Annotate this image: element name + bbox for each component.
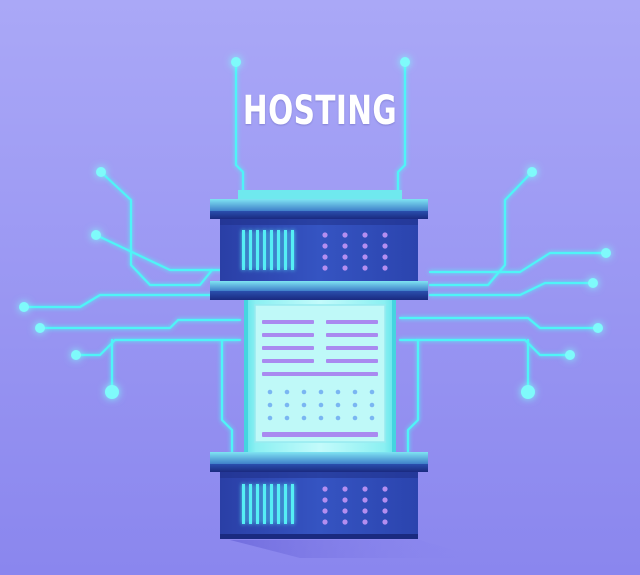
hosting-title: HOSTING (242, 88, 398, 134)
circuit-nodes (19, 57, 611, 399)
circuit-line-icon (22, 60, 608, 454)
panel-dots (267, 389, 375, 421)
server-rack-icon-lower (210, 452, 428, 539)
document-panel (254, 304, 386, 443)
server-rack-icon (210, 199, 428, 300)
floor-shadow (230, 540, 480, 558)
